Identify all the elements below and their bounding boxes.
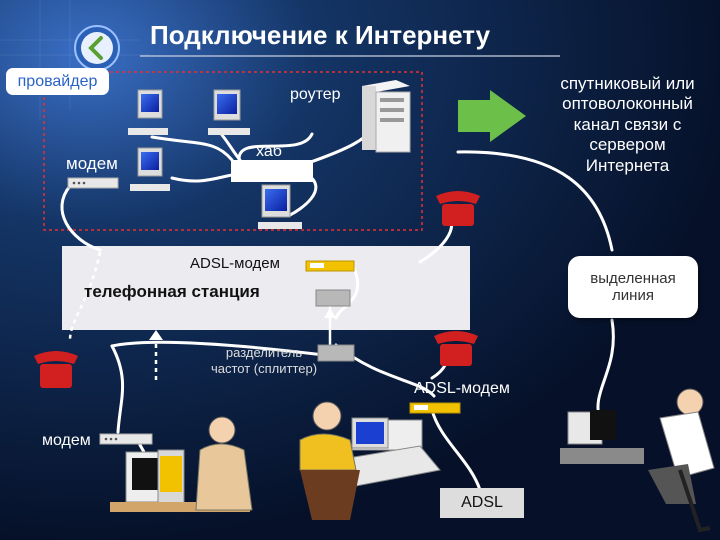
user-modem-label: модем [42, 432, 91, 449]
provider-label: провайдер [6, 68, 109, 95]
satellite-channel-label: спутниковый или оптоволоконный канал свя… [560, 74, 695, 175]
server-icon [362, 80, 411, 153]
person-icon [560, 388, 715, 533]
phone-icon [34, 351, 78, 388]
modem-device [99, 433, 153, 445]
phone-station-box [62, 246, 470, 330]
person-icon [110, 416, 253, 512]
modem-top-label: модем [66, 154, 118, 173]
person-icon [299, 401, 441, 520]
station-adsl-modem-label: ADSL-модем [190, 255, 280, 272]
hub [231, 160, 313, 182]
router-label: роутер [290, 86, 341, 103]
phone-icon [434, 331, 478, 366]
splitter-label: разделитель частот (сплиттер) [210, 345, 318, 376]
page-title: Подключение к Интернету [150, 20, 491, 50]
monitor-icon [208, 89, 250, 135]
adsl-modem-device [305, 260, 355, 272]
back-arrow-icon[interactable] [74, 25, 120, 71]
modem-device [67, 177, 119, 189]
monitor-icon [130, 147, 170, 191]
dedicated-line-label: выделенная линия [590, 269, 676, 304]
adsl-modem-device [409, 402, 461, 414]
user-adsl-modem-label: ADSL-модем [414, 380, 510, 397]
phone-icon [436, 191, 480, 226]
dedicated-line-callout: выделенная линия [568, 256, 698, 318]
hub-label: хаб [256, 143, 282, 160]
phone-station-label: телефонная станция [84, 282, 260, 301]
station-splitter [315, 289, 351, 307]
adsl-label: ADSL [440, 488, 524, 518]
provider-boundary [43, 71, 423, 231]
monitor-icon [128, 89, 168, 135]
splitter-device [317, 344, 355, 362]
internet-arrow [458, 90, 526, 142]
monitor-icon [258, 184, 302, 229]
